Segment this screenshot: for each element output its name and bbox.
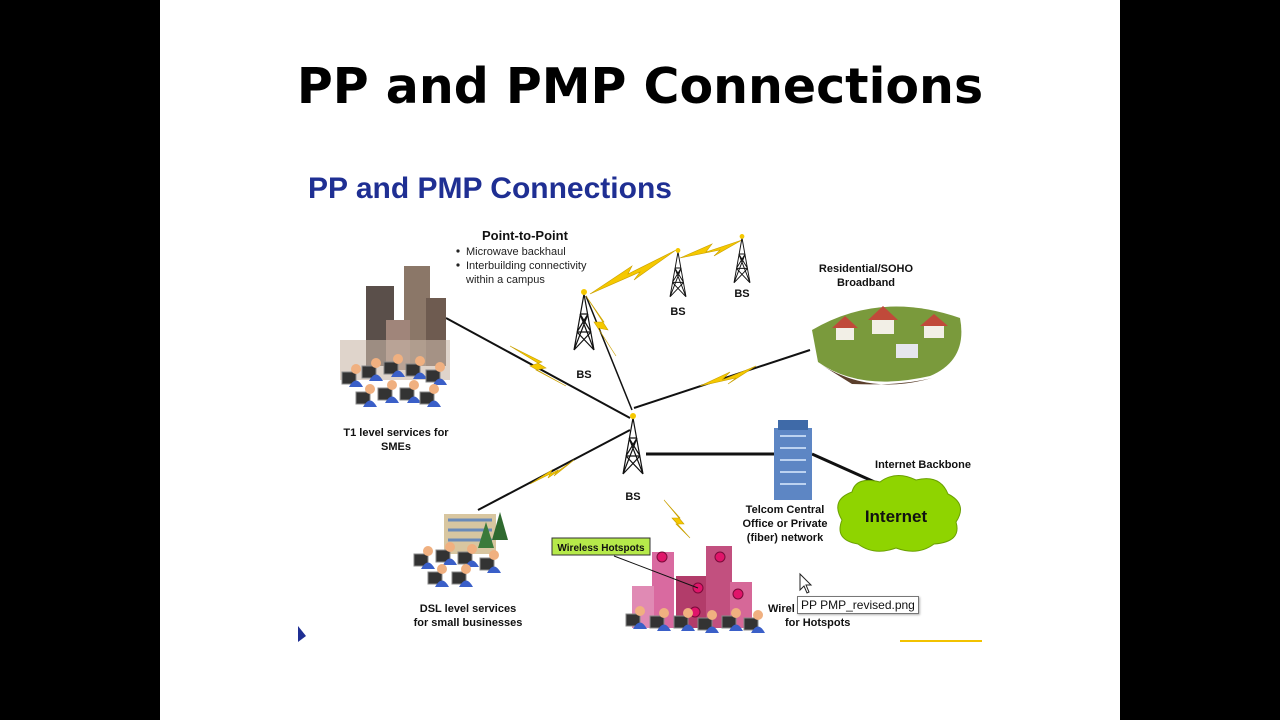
bullet-dot [456,249,460,253]
filename-tooltip: PP PMP_revised.png [797,596,919,614]
telcom-label-line3: (fiber) network [747,532,824,544]
residential-label-line2: Broadband [837,277,895,289]
link-bs-bs [585,295,633,411]
telcom-label-line2: Office or Private [743,518,828,530]
hotspot-callout-line [613,555,699,589]
internet-backbone-label: Internet Backbone [875,459,971,471]
residential-label-line1: Residential/SOHO [819,263,914,275]
hotspot-pin [656,551,668,563]
hotspots-caption-line2: for Hotspots [785,617,850,629]
point-to-point-heading: Point-to-Point [482,228,569,243]
bs-tower-mid [669,247,687,298]
bs-label-center: BS [625,491,640,503]
bs-tower-center [622,412,644,475]
wireless-hotspots-box [551,537,651,556]
bolt-backhaul-1 [585,295,617,357]
residential-houses-icon [812,306,962,385]
dsl-label-line1: DSL level services [420,603,516,615]
wireless-links [509,239,757,539]
telcom-building-icon [774,420,812,500]
internet-label: Internet [865,507,928,526]
bolt-backhaul-3 [679,239,743,259]
ptp-bullet-1: Microwave backhaul [466,246,566,258]
hotspot-pin [714,551,726,563]
bs-tower-right [733,233,751,284]
dsl-label-line2: for small businesses [414,617,523,629]
internet-cloud-icon [837,475,961,552]
bullet-dot [456,263,460,267]
bs-label-mid: BS [670,306,685,318]
bs-label-left: BS [576,369,591,381]
ptp-bullet-2: Interbuilding connectivity [466,260,587,272]
slide-title: PP and PMP Connections [296,58,984,115]
link-dsl-bs [477,429,631,511]
bolt-backhaul-2 [589,249,677,295]
telcom-label-line1: Telcom Central [746,504,825,516]
ptp-bullet-2-cont: within a campus [465,274,545,286]
bolt-hotspots [663,499,691,539]
mouse-cursor-icon [799,572,813,594]
bolt-dsl [529,459,575,485]
hotspots-caption-line1: Wirel [768,603,795,615]
bs-label-right: BS [734,288,749,300]
t1-label-line2: SMEs [381,441,411,453]
bolt-residential [699,365,757,387]
slide-marker-icon [298,626,306,642]
wireless-hotspots-label: Wireless Hotspots [557,543,645,554]
t1-label-line1: T1 level services for [343,427,449,439]
bolt-t1 [509,345,567,387]
hotspot-pin [732,588,744,600]
bs-tower-left [573,288,595,351]
diagram-title: PP and PMP Connections [308,172,672,205]
